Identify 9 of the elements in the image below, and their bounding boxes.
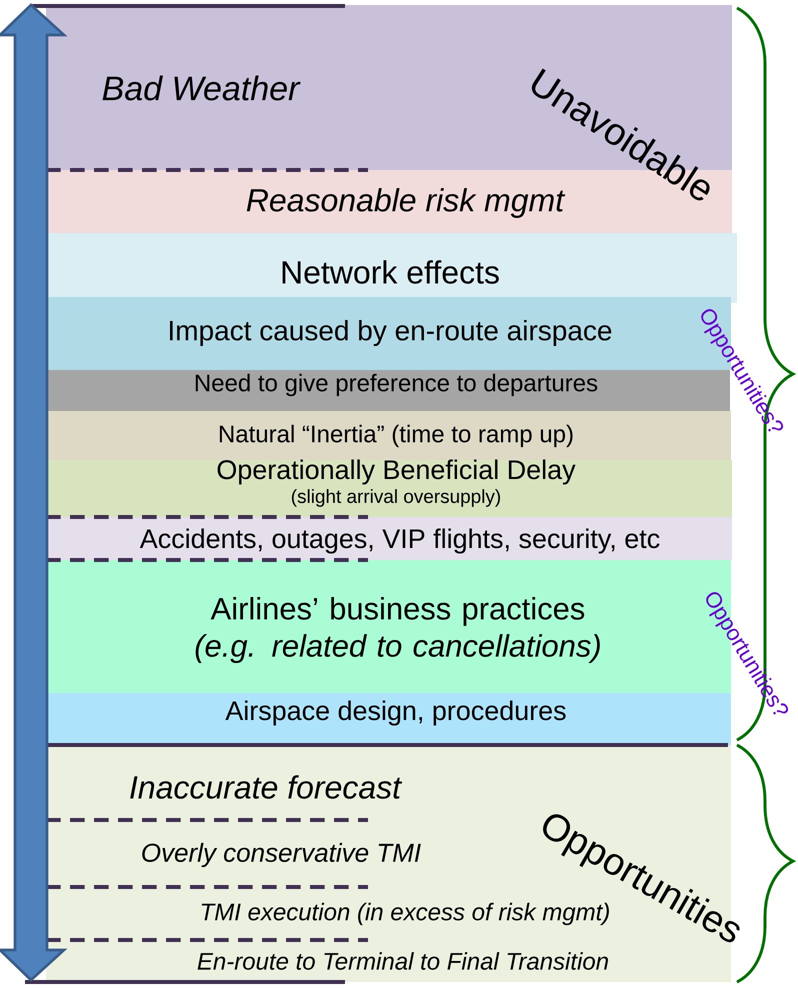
band: Network effects: [46, 233, 737, 303]
band: Need to give preference to departures: [46, 370, 730, 411]
band: Operationally Beneficial Delay (slight arrival oversupply): [46, 459, 732, 517]
node-label: Inaccurate forecast: [130, 775, 402, 799]
node-label: Overly conservative TMI: [142, 842, 421, 868]
band: Airspace design, procedures: [46, 693, 731, 745]
band: Accidents, outages, VIP flights, security, etc: [46, 517, 732, 560]
band: Natural “Inertia” (time to ramp up): [46, 411, 731, 460]
node-label: En-route to Terminal to Final Transition: [198, 952, 608, 970]
